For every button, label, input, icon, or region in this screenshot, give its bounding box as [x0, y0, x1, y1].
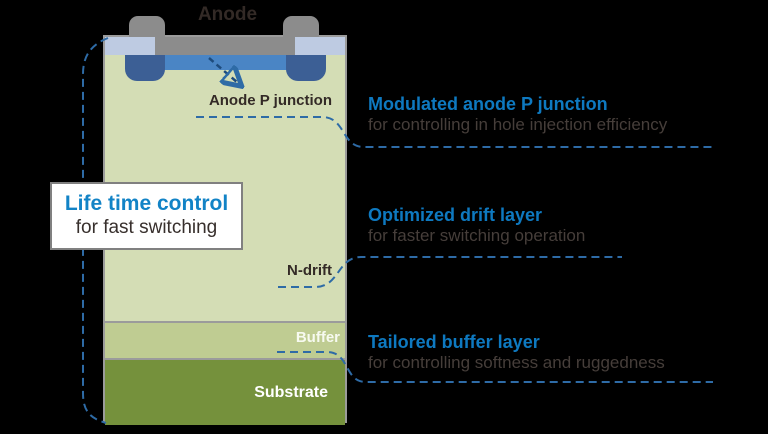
annotation-subtitle: for controlling in hole injection effici… — [368, 115, 668, 134]
callout-subtitle: for fast switching — [75, 217, 218, 239]
lifetime-control-callout: Life time control for fast switching — [50, 182, 243, 250]
anode-label: Anode — [197, 4, 258, 25]
annotation-title: Optimized drift layer — [368, 205, 543, 225]
annotation-tailored-buffer: Tailored buffer layer for controlling so… — [368, 332, 758, 373]
annotation-subtitle: for faster switching operation — [368, 226, 586, 245]
substrate-label: Substrate — [254, 384, 328, 401]
anode-contact-pad-right — [283, 16, 319, 37]
device-cross-section — [103, 35, 347, 425]
buffer-label: Buffer — [295, 329, 340, 346]
n-drift-label: N-drift — [287, 262, 332, 279]
annotation-optimized-drift: Optimized drift layer for faster switchi… — [368, 205, 758, 246]
anode-p-junction-layer — [163, 55, 291, 70]
anode-metal-contact — [155, 37, 295, 55]
callout-title: Life time control — [64, 192, 229, 216]
annotation-title: Modulated anode P junction — [368, 94, 608, 114]
p-well-right — [286, 55, 326, 81]
annotation-title: Tailored buffer layer — [368, 332, 540, 352]
annotation-subtitle: for controlling softness and ruggedness — [368, 353, 665, 372]
annotation-modulated-anode: Modulated anode P junction for controlli… — [368, 94, 758, 135]
anode-p-junction-label: Anode P junction — [208, 92, 332, 109]
anode-contact-pad-left — [129, 16, 165, 37]
p-well-left — [125, 55, 165, 81]
